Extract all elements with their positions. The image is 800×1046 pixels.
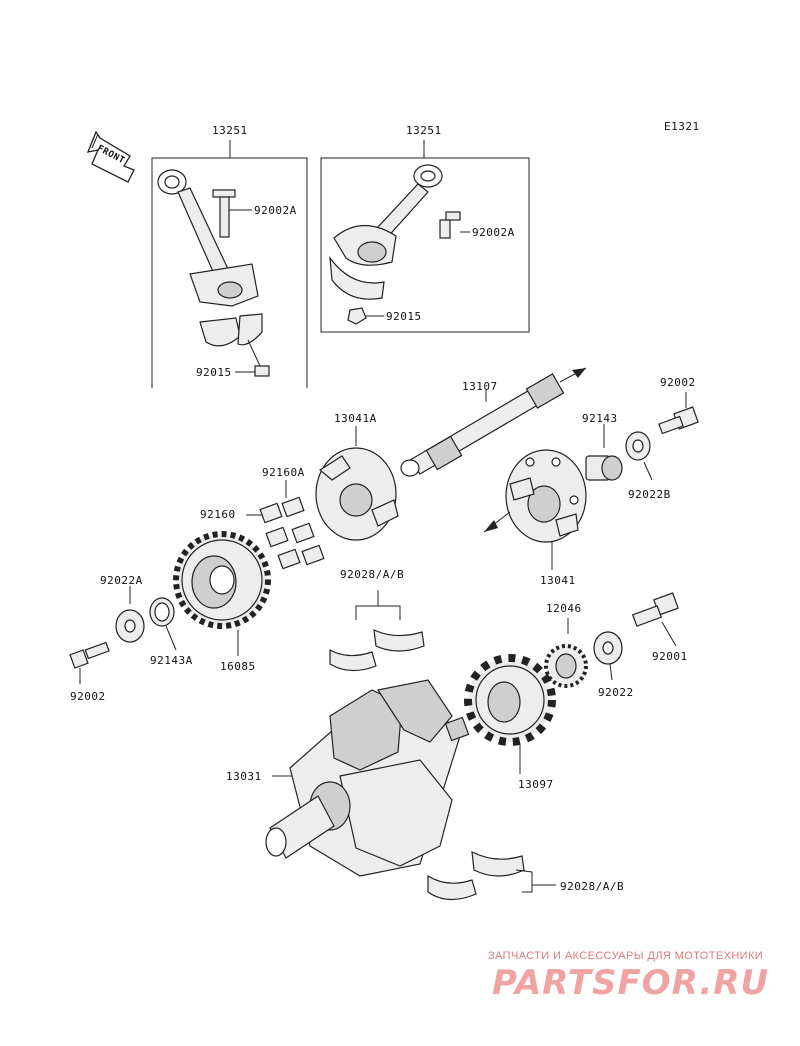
label-spacer-right: 92143	[582, 412, 618, 425]
label-bolt-right: 92002A	[472, 226, 515, 239]
label-nut-left: 92015	[196, 366, 232, 379]
front-arrow-icon	[86, 130, 135, 183]
label-sprocket: 13097	[518, 778, 554, 791]
bearing-shells-top	[329, 590, 425, 672]
bearing-shells-bottom	[427, 850, 556, 901]
label-gear-small: 12046	[546, 602, 582, 615]
right-upper-hardware	[585, 392, 699, 481]
flange	[483, 449, 587, 570]
label-gear: 16085	[220, 660, 256, 673]
left-lower-hardware	[69, 586, 177, 684]
watermark-tagline: ЗАПЧАСТИ И АКСЕССУАРЫ ДЛЯ МОТОТЕХНИКИ	[488, 950, 764, 962]
label-washer-right-lower: 92022	[598, 686, 634, 699]
watermark-brand: PARTSFOR.RU	[492, 963, 770, 1003]
label-bolt-left: 92002A	[254, 204, 297, 217]
label-washer-right: 92022B	[628, 488, 671, 501]
label-flange-a: 13041A	[334, 412, 377, 425]
label-bolt-right-lower: 92001	[652, 650, 688, 663]
crankshaft	[265, 679, 470, 877]
label-damper: 92160	[200, 508, 236, 521]
label-damper-a: 92160A	[262, 466, 305, 479]
label-crankshaft: 13031	[226, 770, 262, 783]
label-nut-right: 92015	[386, 310, 422, 323]
label-bearing-top: 92028/A/B	[340, 568, 405, 581]
label-conrod-left: 13251	[212, 124, 248, 137]
balancer-shaft	[400, 367, 587, 477]
label-spacer-left: 92143A	[150, 654, 193, 667]
diagram-code: E1321	[664, 120, 700, 133]
label-shaft: 13107	[462, 380, 498, 393]
gear	[173, 531, 271, 656]
label-conrod-right: 13251	[406, 124, 442, 137]
label-flange: 13041	[540, 574, 576, 587]
sprocket	[464, 654, 556, 774]
conrod-box-left	[151, 140, 308, 388]
label-bearing-bottom: 92028/A/B	[560, 880, 625, 893]
label-bolt-left-lower: 92002	[70, 690, 106, 703]
right-lower-hardware	[544, 592, 679, 688]
conrod-box-right	[320, 140, 530, 333]
damper-rubber	[246, 480, 325, 570]
flange-a	[315, 426, 399, 541]
label-bolt-top-right: 92002	[660, 376, 696, 389]
label-washer-left: 92022A	[100, 574, 143, 587]
